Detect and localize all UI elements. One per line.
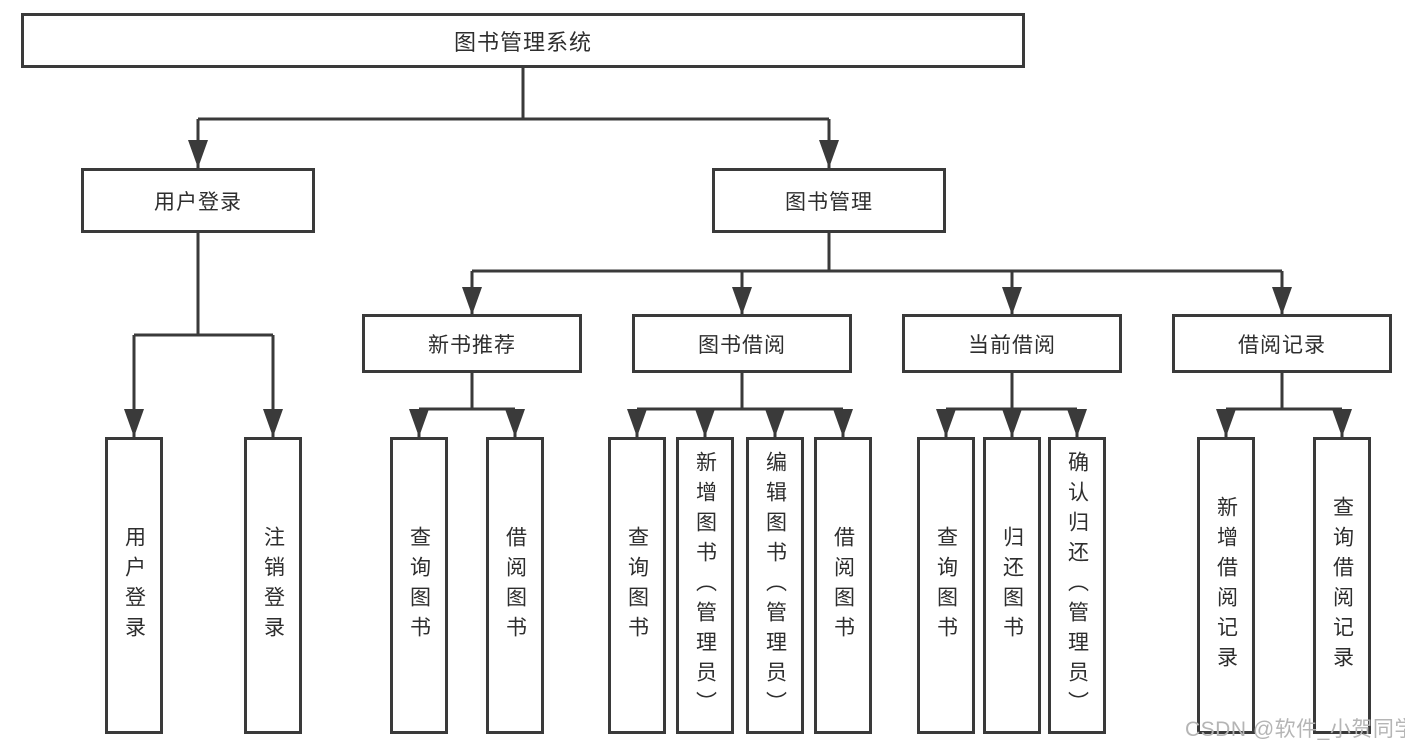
node-new-book-recommend-label: 新书推荐	[428, 333, 516, 357]
node-leaf-return-books-label: 归还图书	[1000, 525, 1024, 646]
node-leaf-edit-book-admin-label: 编辑图书（管理员）	[763, 450, 787, 721]
node-current-borrow-label: 当前借阅	[968, 333, 1056, 357]
node-leaf-add-borrow-record: 新增借阅记录	[1197, 437, 1255, 734]
node-leaf-query-books-current: 查询图书	[917, 437, 975, 734]
node-leaf-query-borrow-record-label: 查询借阅记录	[1330, 495, 1354, 676]
node-book-management: 图书管理	[712, 168, 946, 233]
node-root-label: 图书管理系统	[453, 29, 592, 55]
node-current-borrow: 当前借阅	[902, 314, 1122, 373]
node-leaf-query-books-borrow: 查询图书	[608, 437, 666, 734]
node-borrow-records: 借阅记录	[1172, 314, 1392, 373]
node-leaf-add-book-admin-label: 新增图书（管理员）	[693, 450, 717, 721]
node-leaf-confirm-return-admin: 确认归还（管理员）	[1048, 437, 1106, 734]
node-leaf-borrow-books-label: 借阅图书	[831, 525, 855, 646]
node-user-login: 用户登录	[81, 168, 315, 233]
node-root: 图书管理系统	[21, 13, 1025, 68]
node-leaf-user-login-label: 用户登录	[122, 525, 146, 646]
node-book-borrow: 图书借阅	[632, 314, 852, 373]
node-leaf-add-borrow-record-label: 新增借阅记录	[1214, 495, 1238, 676]
node-leaf-user-login: 用户登录	[105, 437, 163, 734]
node-leaf-return-books: 归还图书	[983, 437, 1041, 734]
node-leaf-borrow-books-recommend: 借阅图书	[486, 437, 544, 734]
node-book-borrow-label: 图书借阅	[698, 333, 786, 357]
node-user-login-label: 用户登录	[154, 190, 242, 214]
node-leaf-query-books-recommend-label: 查询图书	[407, 525, 431, 646]
node-leaf-add-book-admin: 新增图书（管理员）	[676, 437, 734, 734]
node-new-book-recommend: 新书推荐	[362, 314, 582, 373]
node-leaf-edit-book-admin: 编辑图书（管理员）	[746, 437, 804, 734]
node-leaf-query-books-borrow-label: 查询图书	[625, 525, 649, 646]
node-borrow-records-label: 借阅记录	[1238, 333, 1326, 357]
node-leaf-borrow-books: 借阅图书	[814, 437, 872, 734]
csdn-watermark: CSDN @软件_小贺同学	[1185, 718, 1405, 741]
node-leaf-query-books-recommend: 查询图书	[390, 437, 448, 734]
node-leaf-query-borrow-record: 查询借阅记录	[1313, 437, 1371, 734]
node-leaf-query-books-current-label: 查询图书	[934, 525, 958, 646]
node-book-management-label: 图书管理	[785, 190, 873, 214]
node-leaf-confirm-return-admin-label: 确认归还（管理员）	[1065, 450, 1089, 721]
node-leaf-logout: 注销登录	[244, 437, 302, 734]
node-leaf-logout-label: 注销登录	[261, 525, 285, 646]
node-leaf-borrow-books-recommend-label: 借阅图书	[503, 525, 527, 646]
